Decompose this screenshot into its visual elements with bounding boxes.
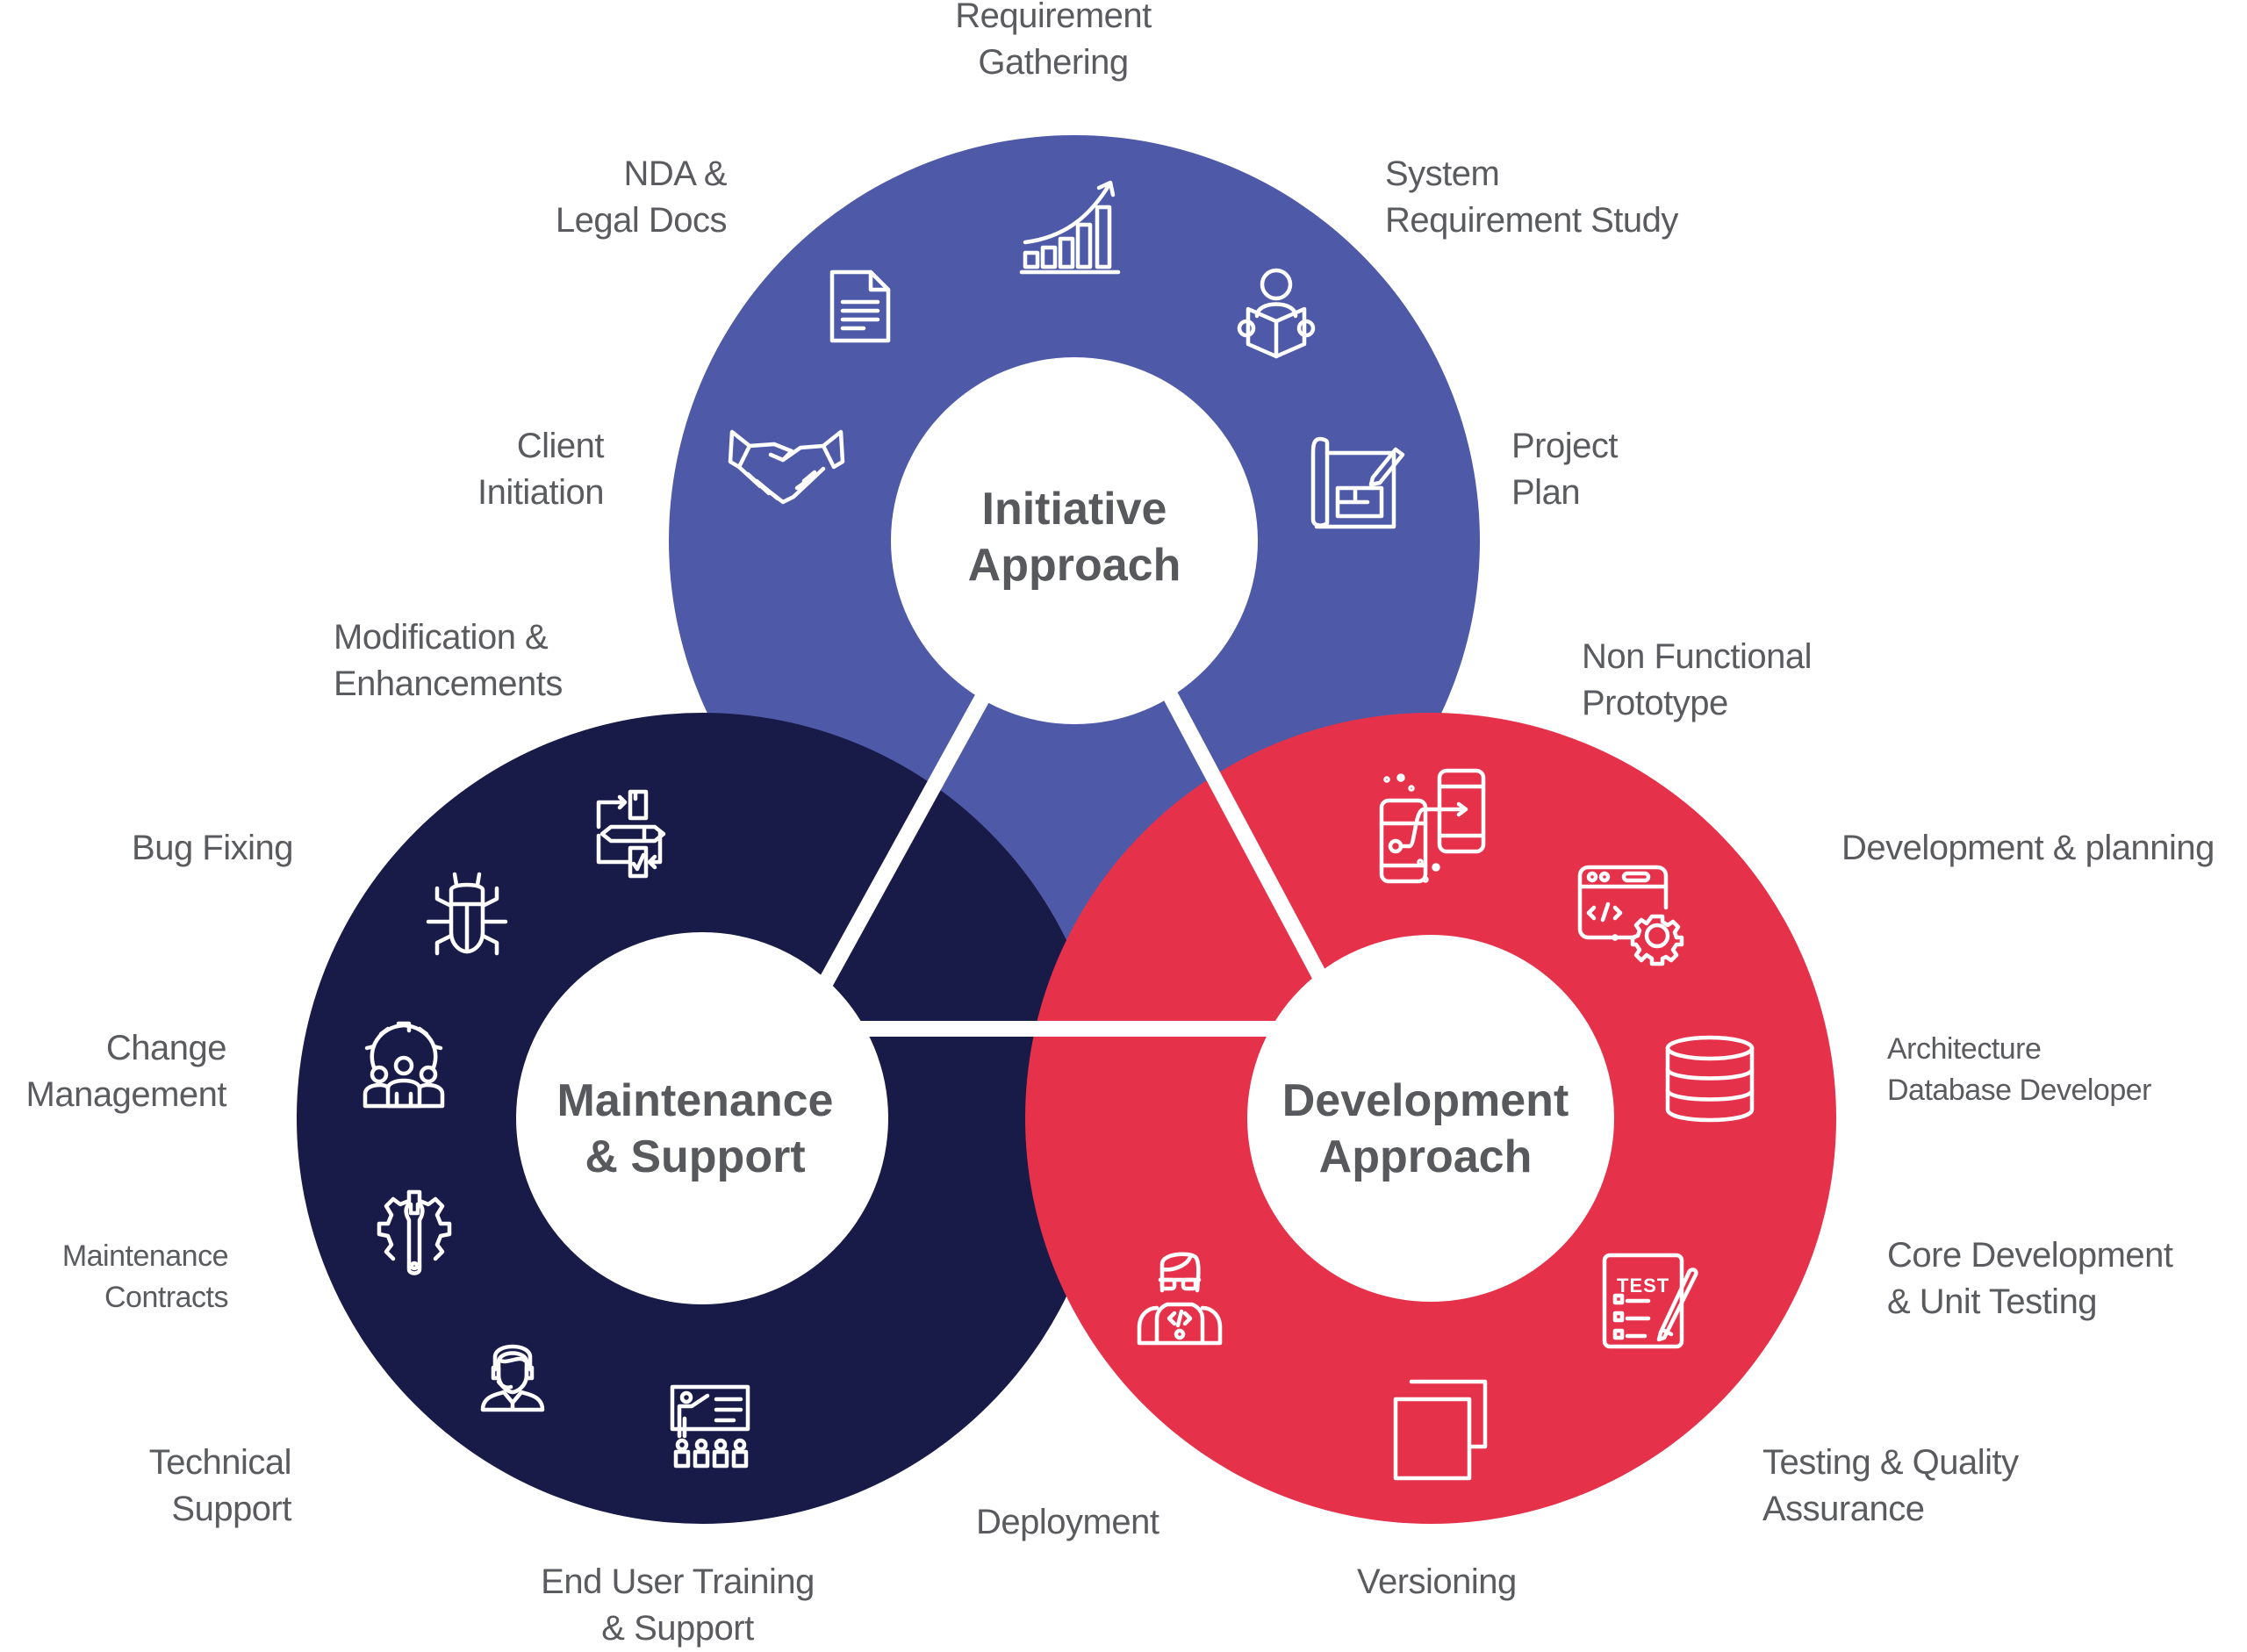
database-icon <box>1665 1035 1755 1123</box>
connector-initiative-maintenance <box>816 689 992 991</box>
code-settings-icon <box>1577 865 1684 966</box>
label-core-development-unit-testing: Core Development & Unit Testing <box>1887 1236 2173 1321</box>
label-architecture-database: Architecture Database Developer <box>1887 1032 2151 1107</box>
team-gear-icon <box>363 1021 445 1109</box>
label-non-functional-prototype: Non Functional Prototype <box>1582 637 1813 722</box>
label-change-management: Change Management <box>25 1029 227 1114</box>
test-checklist-icon <box>1602 1253 1698 1349</box>
test-label-text: TEST <box>1617 1275 1669 1296</box>
label-bug-fixing: Bug Fixing <box>132 829 293 867</box>
maintenance-hub-title: Maintenance & Support <box>556 1075 834 1182</box>
developer-icon <box>1137 1252 1223 1346</box>
label-testing-quality-assurance: Testing & Quality Assurance <box>1762 1443 2019 1528</box>
handshake-icon <box>728 429 845 505</box>
label-maintenance-contracts: Maintenance Contracts <box>61 1239 229 1314</box>
label-technical-support: Technical Support <box>148 1443 292 1528</box>
development-hub <box>1247 935 1614 1302</box>
maintenance-hub <box>516 932 888 1304</box>
label-system-requirement-study: System Requirement Study <box>1385 154 1678 240</box>
blueprint-icon <box>1310 436 1405 529</box>
label-versioning: Versioning <box>1357 1562 1517 1601</box>
prototype-icon <box>1379 768 1486 884</box>
label-nda-legal-docs: NDA & Legal Docs <box>555 154 728 240</box>
reading-person-icon <box>1237 268 1316 359</box>
label-requirement-gathering: Requirement Gathering <box>955 0 1152 82</box>
versions-icon <box>1393 1379 1488 1481</box>
support-agent-icon <box>480 1344 545 1412</box>
workflow-icon <box>596 789 666 879</box>
label-deployment: Deployment <box>976 1503 1159 1541</box>
label-development-planning: Development & planning <box>1841 829 2215 867</box>
connector-initiative-development <box>1162 689 1332 991</box>
connector-lines <box>816 689 1332 1037</box>
bug-icon <box>426 872 508 956</box>
development-hub-title: Development Approach <box>1281 1075 1569 1182</box>
document-icon <box>829 269 891 343</box>
label-project-plan: Project Plan <box>1511 427 1619 512</box>
label-end-user-training: End User Training & Support <box>541 1562 815 1648</box>
growth-chart-icon <box>1019 180 1121 275</box>
initiative-hub-title: Initiative Approach <box>967 484 1181 591</box>
label-modification-enhancements: Modification & Enhancements <box>334 618 563 703</box>
training-icon <box>670 1384 750 1469</box>
initiative-hub <box>891 357 1258 724</box>
wrench-gear-icon <box>377 1189 452 1275</box>
label-client-initiation: Client Initiation <box>477 427 604 512</box>
